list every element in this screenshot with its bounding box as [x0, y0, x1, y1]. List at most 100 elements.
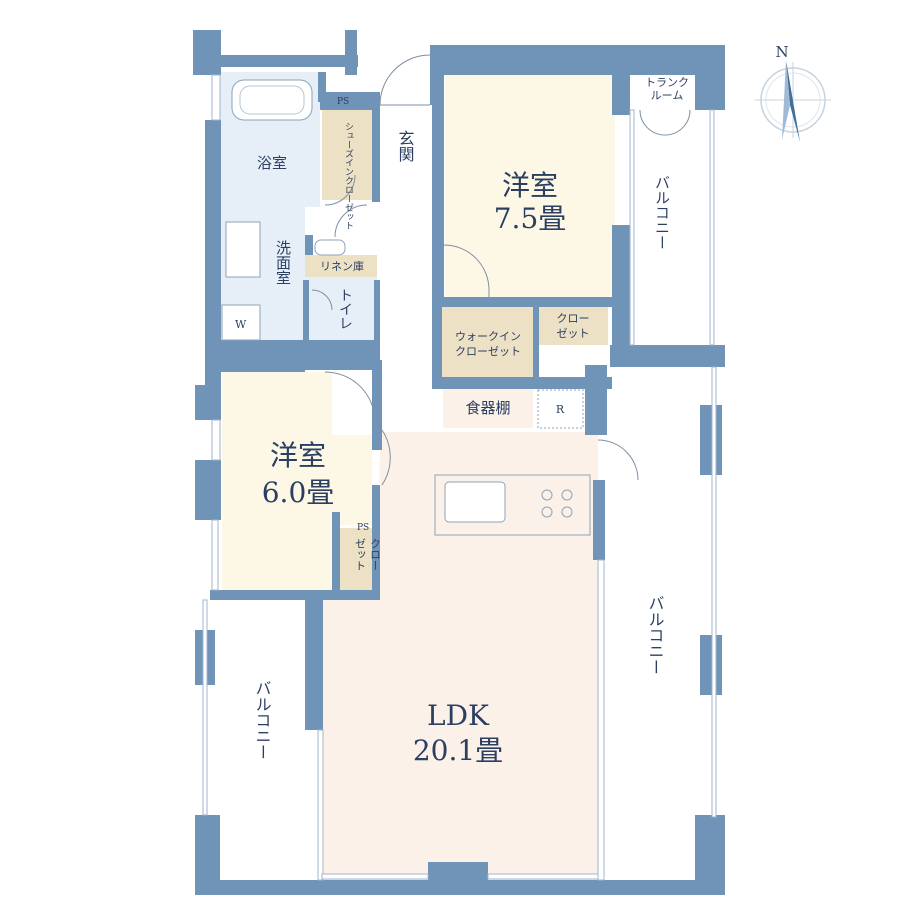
window-s1 [321, 873, 429, 880]
western1-size: 7.5畳 [494, 202, 567, 235]
washroom-label: 洗面室 [274, 240, 292, 285]
washer-label: W [235, 318, 247, 331]
toilet-door [311, 289, 333, 311]
shoe-closet-label: シューズインクローゼット [343, 122, 354, 230]
wall-shoe-n [320, 92, 378, 110]
kitchen-sink [444, 481, 506, 523]
wall-closet2-w [332, 512, 340, 592]
wall-kitchen-e [585, 365, 607, 435]
bathroom-label: 浴室 [257, 154, 287, 172]
wall-toilet-e [374, 280, 380, 362]
western2-name: 洋室 [270, 439, 326, 472]
ldk-door [381, 429, 391, 486]
wall-walkin-w [432, 297, 442, 387]
western2-door [324, 371, 376, 421]
stove-burner-1 [541, 489, 553, 501]
window-w2 [211, 419, 221, 461]
cupboard-label: 食器棚 [465, 399, 510, 417]
compass-needle [786, 60, 800, 142]
wall-w2-e2 [372, 485, 380, 595]
window-w1 [629, 109, 635, 346]
trunk-room-label: トランクルーム [645, 76, 689, 102]
washer-space [221, 304, 261, 341]
fridge-label: R [556, 403, 565, 416]
ldk-size: 20.1畳 [413, 734, 503, 767]
wall-e-col2 [700, 635, 722, 695]
shoe-closet-floor [322, 110, 374, 200]
walkin-closet-floor [441, 307, 535, 377]
ldk-floor [318, 432, 598, 880]
stove-burner-3 [541, 506, 553, 518]
compass-needle-shadow [782, 60, 790, 140]
wall-w1-east-top [612, 75, 630, 115]
wall-walkin-e [533, 305, 539, 377]
rail-balcony-left [202, 599, 208, 816]
western1-floor [445, 75, 615, 297]
entrance-door [379, 54, 431, 106]
western2-floor [222, 372, 332, 590]
bath-door [324, 174, 356, 206]
wall-kitchen-n [432, 377, 612, 389]
wall-ldk-w [305, 595, 323, 730]
rail-balcony-upper [709, 109, 715, 346]
wall-mid-h2 [205, 340, 305, 372]
walkin-closet-label: ウォークインクローゼット [455, 330, 521, 358]
closet-small-label: クローゼット [557, 312, 590, 340]
bathtub-inner [239, 85, 305, 115]
wall-w2-s [210, 590, 380, 600]
balcony-right-label: バルコニー [646, 595, 665, 675]
compass-icon [755, 60, 831, 142]
wall-n-main [435, 45, 725, 75]
window-s2 [487, 873, 599, 880]
wash-basin [225, 221, 261, 278]
wall-w1-east [612, 225, 630, 365]
window-bath [211, 74, 221, 121]
linen-floor [305, 255, 377, 277]
bathtub [231, 79, 313, 121]
wall-wash-e [305, 235, 313, 255]
window-ldk-w [317, 729, 324, 881]
wall-w1-west [432, 75, 444, 300]
toilet-label: トイレ [337, 288, 353, 330]
wall-w1-south [432, 297, 612, 307]
fridge-space [537, 389, 584, 429]
kitchen-door [597, 439, 639, 481]
wall-e-mid [610, 345, 725, 367]
western1-door [443, 244, 490, 297]
wall-w-lower [195, 460, 221, 520]
western2-floor-ext [332, 435, 372, 525]
window-w2b [211, 519, 219, 591]
wall-se [695, 815, 725, 895]
toilet-tank [314, 239, 346, 256]
kitchen-counter [434, 474, 591, 536]
wall-n-top [218, 55, 358, 67]
window-ldk-e [597, 559, 605, 881]
closet2-floor [340, 528, 375, 590]
balcony-left-label: バルコニー [253, 680, 272, 760]
wall-e-col1 [700, 405, 722, 475]
wall-n-stub [345, 30, 357, 75]
cupboard-floor [443, 388, 533, 428]
trunk-door [639, 109, 691, 136]
wall-ldk-e [593, 480, 605, 560]
wall-ne [695, 45, 725, 110]
wall-toilet-w [303, 280, 309, 362]
stove-burner-4 [561, 506, 573, 518]
washroom-door [334, 204, 368, 238]
wall-w2-e [372, 360, 382, 450]
shoe-closet-ps-label: PS [337, 97, 349, 107]
wall-w-upper [205, 120, 221, 390]
stove-burner-2 [561, 489, 573, 501]
wall-shoe-e [372, 92, 380, 202]
rail-balcony-right [711, 366, 717, 818]
ldk-name: LDK [427, 699, 490, 732]
entrance-label: 玄関 [396, 130, 415, 163]
closet-small-floor [538, 307, 608, 345]
wall-s-col [428, 862, 488, 895]
wall-w-mid [195, 385, 221, 420]
linen-label: リネン庫 [320, 259, 364, 273]
compass-north-label: N [775, 43, 788, 61]
western2-size: 6.0畳 [262, 476, 335, 509]
western1-name: 洋室 [502, 169, 558, 202]
